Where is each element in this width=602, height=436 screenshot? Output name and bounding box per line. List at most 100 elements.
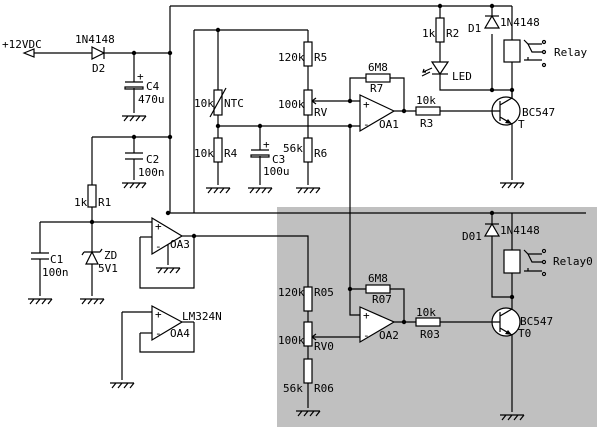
d1-value: 1N4148 — [500, 16, 540, 29]
diode-d1: D1 1N4148 — [468, 14, 540, 35]
resistor-r1: 1k R1 — [74, 184, 111, 209]
r7-ref: R7 — [370, 82, 383, 95]
resistor-r6: 56k R6 — [283, 137, 327, 163]
zd-value: 5V1 — [98, 262, 118, 275]
oa2-minus: - — [363, 329, 370, 342]
ground-t — [500, 182, 525, 189]
r1-ref: R1 — [98, 196, 111, 209]
c3-value: 100u — [263, 165, 290, 178]
d2-value: 1N4148 — [75, 33, 115, 46]
oa2-plus: + — [363, 309, 370, 322]
r2-value: 1k — [422, 27, 436, 40]
resistor-r4: 10k R4 — [194, 137, 238, 163]
r4-ref: R4 — [224, 147, 238, 160]
c2-ref: C2 — [146, 153, 159, 166]
resistor-r06: 56k R06 — [283, 358, 334, 395]
rv-value: 100k — [278, 98, 305, 111]
rv0-value: 100k — [278, 334, 305, 347]
c3-ref: C3 — [272, 153, 285, 166]
r3-ref: R3 — [420, 117, 433, 130]
c4-ref: C4 — [146, 80, 160, 93]
ground-r6 — [296, 187, 321, 194]
r06-value: 56k — [283, 382, 303, 395]
t-ref: T — [518, 118, 525, 131]
r5-ref: R5 — [314, 51, 327, 64]
r4-value: 10k — [194, 147, 214, 160]
opamp-oa1: + - OA1 — [359, 94, 399, 133]
ground-oa4 — [110, 382, 135, 389]
resistor-r3: 10k R3 — [415, 94, 441, 130]
oa4-minus: - — [155, 327, 162, 340]
r03-value: 10k — [416, 306, 436, 319]
thermistor-ntc: 10k NTC — [194, 87, 244, 118]
t-value: BC547 — [522, 106, 555, 119]
d2-ref: D2 — [92, 62, 105, 75]
r1-value: 1k — [74, 196, 88, 209]
r5-value: 120k — [278, 51, 305, 64]
rv-ref: RV — [314, 106, 328, 119]
r05-value: 120k — [278, 286, 305, 299]
r07-value: 6M8 — [368, 272, 388, 285]
ntc-ref: NTC — [224, 97, 244, 110]
c1-value: 100n — [42, 266, 69, 279]
oa4-ref: OA4 — [170, 327, 190, 340]
ground-c1 — [28, 298, 53, 305]
oa1-plus: + — [363, 98, 370, 111]
power-label: +12VDC — [2, 38, 42, 51]
ground-c2 — [122, 182, 147, 189]
relay0: Relay0 — [503, 248, 593, 277]
capacitor-c2: C2 100n — [125, 152, 165, 179]
capacitor-c4: + C4 470u — [124, 70, 165, 106]
oa3-minus: - — [155, 240, 162, 253]
led: LED — [421, 61, 472, 83]
d1-ref: D1 — [468, 22, 481, 35]
r3-value: 10k — [416, 94, 436, 107]
opamp-oa3: + - OA3 — [151, 216, 190, 256]
r7-value: 6M8 — [368, 61, 388, 74]
d01-value: 1N4148 — [500, 224, 540, 237]
highlight-region — [277, 207, 597, 427]
c2-value: 100n — [138, 166, 165, 179]
oa3-ref: OA3 — [170, 238, 190, 251]
transistor-t0: BC547 T0 — [491, 297, 553, 340]
opamp-oa4: + - OA4 LM324N — [151, 305, 222, 342]
resistor-r7: 6M8 R7 — [365, 61, 391, 95]
relay-ref: Relay — [554, 46, 587, 59]
junctions — [89, 3, 515, 325]
opamp-oa2: + - OA2 — [359, 306, 399, 344]
oa4-plus: + — [155, 308, 162, 321]
capacitor-c1: C1 100n — [31, 252, 69, 279]
resistor-r5: 120k R5 — [278, 41, 327, 67]
resistor-r07: 6M8 R07 — [365, 272, 392, 306]
r6-ref: R6 — [314, 147, 327, 160]
ground-c3 — [248, 187, 273, 194]
ntc-value: 10k — [194, 97, 214, 110]
relay0-ref: Relay0 — [553, 255, 593, 268]
r07-ref: R07 — [372, 293, 392, 306]
c4-polarity: + — [137, 70, 144, 83]
r03-ref: R03 — [420, 328, 440, 341]
ground-oa3 — [156, 267, 181, 274]
resistor-r2: 1k R2 — [422, 17, 459, 43]
oa4-value: LM324N — [182, 310, 222, 323]
ground-t0 — [500, 414, 525, 421]
t0-ref: T0 — [518, 327, 531, 340]
oa1-minus: - — [363, 118, 370, 131]
oa3-plus: + — [155, 220, 162, 233]
oa2-ref: OA2 — [379, 329, 399, 342]
diode-d01: D01 1N4148 — [462, 222, 540, 243]
diode-d2: 1N4148 D2 — [75, 33, 115, 75]
oa1-ref: OA1 — [379, 118, 399, 131]
zener-zd: ZD 5V1 — [81, 248, 118, 275]
relay: Relay — [503, 39, 587, 68]
d01-ref: D01 — [462, 230, 482, 243]
t0-value: BC547 — [520, 315, 553, 328]
r06-ref: R06 — [314, 382, 334, 395]
c4-value: 470u — [138, 93, 165, 106]
r6-value: 56k — [283, 142, 303, 155]
resistor-r03: 10k R03 — [415, 306, 441, 341]
r2-ref: R2 — [446, 27, 459, 40]
transistor-t: BC547 T — [491, 90, 555, 131]
r05-ref: R05 — [314, 286, 334, 299]
